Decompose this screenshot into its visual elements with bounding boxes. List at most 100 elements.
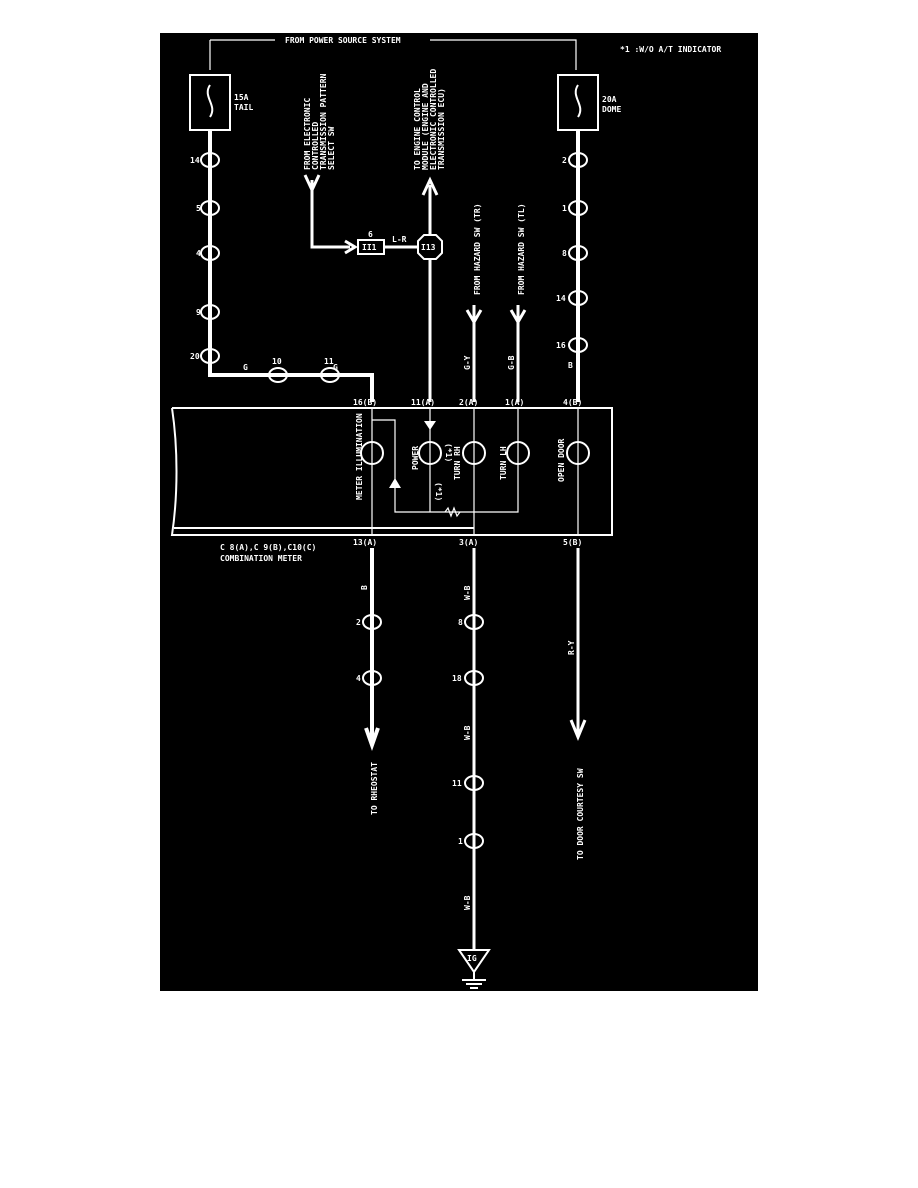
- connector: 8: [458, 614, 484, 630]
- lamp-label: TURN RH: [453, 446, 462, 480]
- meter-connectors: C 8(A),C 9(B),C10(C): [220, 543, 316, 552]
- wire-label: G: [333, 363, 338, 372]
- connector: 10: [268, 357, 288, 383]
- connector: 1: [562, 200, 588, 216]
- svg-text:TRANSMISSION PATTERN: TRANSMISSION PATTERN: [319, 73, 328, 170]
- connector: 14: [190, 152, 220, 168]
- lamp-label: METER ILLUMINATION: [355, 413, 364, 500]
- svg-text:3(A): 3(A): [459, 538, 478, 547]
- lamp-label: OPEN DOOR: [557, 438, 566, 482]
- wire-label: R-Y: [567, 640, 576, 655]
- junction-connector-label: II1: [362, 243, 377, 252]
- fuse-icon: [574, 84, 582, 118]
- connector: 9: [196, 304, 220, 320]
- ground-label: IG: [467, 954, 477, 963]
- connector: 2: [562, 152, 588, 168]
- svg-text:2: 2: [562, 156, 567, 165]
- footnote-marker: (*1): [434, 482, 443, 501]
- wire-label: W-B: [463, 585, 472, 600]
- wire-label: W-B: [463, 725, 472, 740]
- svg-text:2: 2: [356, 618, 361, 627]
- svg-text:5(B): 5(B): [563, 538, 582, 547]
- connector: 4: [356, 670, 382, 686]
- svg-text:SELECT SW: SELECT SW: [327, 126, 336, 170]
- svg-text:11: 11: [324, 357, 334, 366]
- connector: 4: [196, 245, 220, 261]
- diode-icon: [424, 421, 436, 430]
- svg-text:20: 20: [190, 352, 200, 361]
- footnote: *1 :W/O A/T INDICATOR: [620, 45, 721, 54]
- wire-hazard: [465, 305, 527, 402]
- svg-text:11: 11: [452, 779, 462, 788]
- wire-lr-ecu: [421, 176, 439, 402]
- fuse-icon: [206, 84, 214, 118]
- junction-pin: 6: [368, 230, 373, 239]
- resistor-icon: [444, 506, 461, 518]
- svg-text:ELECTRONIC CONTROLLED: ELECTRONIC CONTROLLED: [429, 69, 438, 170]
- svg-text:4: 4: [196, 249, 201, 258]
- svg-text:4(B): 4(B): [563, 398, 582, 407]
- lamp-label: POWER: [411, 446, 420, 470]
- svg-text:16(B): 16(B): [353, 398, 377, 407]
- svg-text:8: 8: [458, 618, 463, 627]
- connector: 1: [458, 833, 484, 849]
- svg-text:1: 1: [458, 837, 463, 846]
- ground-icon: [462, 972, 486, 989]
- connector: 20: [190, 348, 220, 364]
- svg-text:9: 9: [196, 308, 201, 317]
- svg-text:TO ENGINE CONTROL: TO ENGINE CONTROL: [413, 88, 422, 170]
- diode-icon: [389, 478, 401, 488]
- wire-ry: [569, 548, 587, 741]
- svg-text:14: 14: [190, 156, 200, 165]
- hazard-tl-label: FROM HAZARD SW (TL): [517, 203, 526, 295]
- meter-internal-wiring: [371, 408, 579, 535]
- svg-text:5: 5: [196, 204, 201, 213]
- svg-text:TRANSMISSION ECU): TRANSMISSION ECU): [437, 88, 446, 170]
- connector: 14: [556, 290, 588, 306]
- connector: 11: [320, 357, 340, 383]
- power-source-label: FROM POWER SOURCE SYSTEM: [285, 36, 401, 45]
- meter-pins-top: 16(B)11(A)2(A)1(A)4(B) 13(A)3(A)5(B): [353, 398, 582, 547]
- svg-text:4: 4: [356, 674, 361, 683]
- fuse-tail-amp: 15A: [234, 93, 249, 102]
- wire-g: [208, 130, 374, 402]
- wire-label: G: [243, 363, 248, 372]
- wire-label: W-B: [463, 895, 472, 910]
- ground-point: [457, 949, 491, 974]
- connector: 2: [356, 614, 382, 630]
- courtesy-label: TO DOOR COURTESY SW: [576, 768, 585, 860]
- connector: 5: [196, 200, 220, 216]
- rheostat-label: TO RHEOSTAT: [370, 762, 379, 815]
- svg-text:14: 14: [556, 294, 566, 303]
- connector: 18: [452, 670, 484, 686]
- wire-label: G-B: [507, 355, 516, 370]
- wire-label: B: [568, 361, 573, 370]
- svg-text:18: 18: [452, 674, 462, 683]
- power-source-line: [209, 39, 577, 70]
- combination-meter: [170, 407, 613, 536]
- svg-text:CONTROLLED: CONTROLLED: [311, 122, 320, 170]
- svg-text:10: 10: [272, 357, 282, 366]
- wire-b-rheostat: [364, 548, 380, 752]
- hazard-tr-label: FROM HAZARD SW (TR): [473, 203, 482, 295]
- svg-text:8: 8: [562, 249, 567, 258]
- svg-text:13(A): 13(A): [353, 538, 377, 547]
- svg-text:1(A): 1(A): [505, 398, 524, 407]
- connector: 11: [452, 775, 484, 791]
- lamp-label: TURN LH: [499, 446, 508, 480]
- connector: 8: [562, 245, 588, 261]
- footnote-marker: (*1): [444, 443, 453, 462]
- svg-text:16: 16: [556, 341, 566, 350]
- wire-label: G-Y: [463, 355, 472, 370]
- svg-text:MODULE (ENGINE AND: MODULE (ENGINE AND: [421, 83, 430, 170]
- wire-lr-ect: [303, 174, 358, 255]
- connector: 16: [556, 337, 588, 353]
- meter-title: COMBINATION METER: [220, 554, 302, 563]
- svg-text:11(A): 11(A): [411, 398, 435, 407]
- svg-text:FROM ELECTRONIC: FROM ELECTRONIC: [303, 98, 312, 170]
- lamp-icon: [360, 441, 590, 465]
- svg-text:1: 1: [562, 204, 567, 213]
